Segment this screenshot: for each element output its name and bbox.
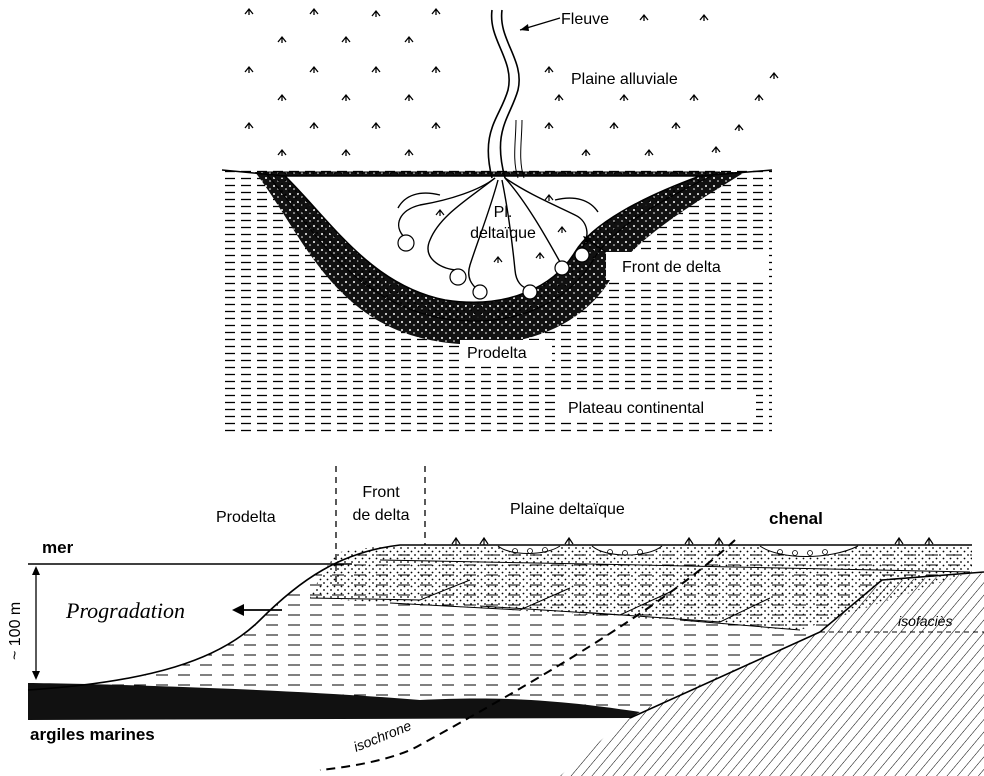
isochrone-label: isochrone xyxy=(351,717,413,755)
plaine-alluviale-label: Plaine alluviale xyxy=(571,71,678,88)
fleuve-label: Fleuve xyxy=(561,11,609,28)
section-plaine-deltaique-label: Plaine deltaïque xyxy=(510,501,625,518)
section-prodelta-label: Prodelta xyxy=(216,509,276,526)
marsh-symbols-section xyxy=(452,538,933,545)
depth-label: ~ 100 m xyxy=(7,602,24,660)
isofacies-label: isofaciès xyxy=(898,613,952,629)
fleuve-pointer-head xyxy=(520,24,529,31)
fleuve-river xyxy=(488,10,524,178)
argiles-marines-label: argiles marines xyxy=(30,725,155,744)
progradation-arrow-head xyxy=(232,604,244,616)
marsh-symbols-alluvial xyxy=(245,9,778,156)
section-view: Prodelta Front de delta Plaine deltaïque… xyxy=(7,466,984,776)
front-de-delta-label: Front de delta xyxy=(622,259,721,276)
prodelta-label: Prodelta xyxy=(467,345,527,362)
pl-deltaique-label-2: deltaïque xyxy=(470,225,536,242)
section-front-label-2: de delta xyxy=(353,507,410,524)
mer-label: mer xyxy=(42,538,74,557)
pl-deltaique-label-1: Pl. xyxy=(494,204,513,221)
progradation-label: Progradation xyxy=(65,598,185,623)
plateau-continental-label: Plateau continental xyxy=(568,400,704,417)
map-view: Fleuve Plaine alluviale Pl. deltaïque Fr… xyxy=(222,9,778,432)
depth-arrow-top xyxy=(32,566,40,575)
chenal-label: chenal xyxy=(769,509,823,528)
depth-arrow-bottom xyxy=(32,671,40,680)
section-front-label-1: Front xyxy=(362,484,400,501)
